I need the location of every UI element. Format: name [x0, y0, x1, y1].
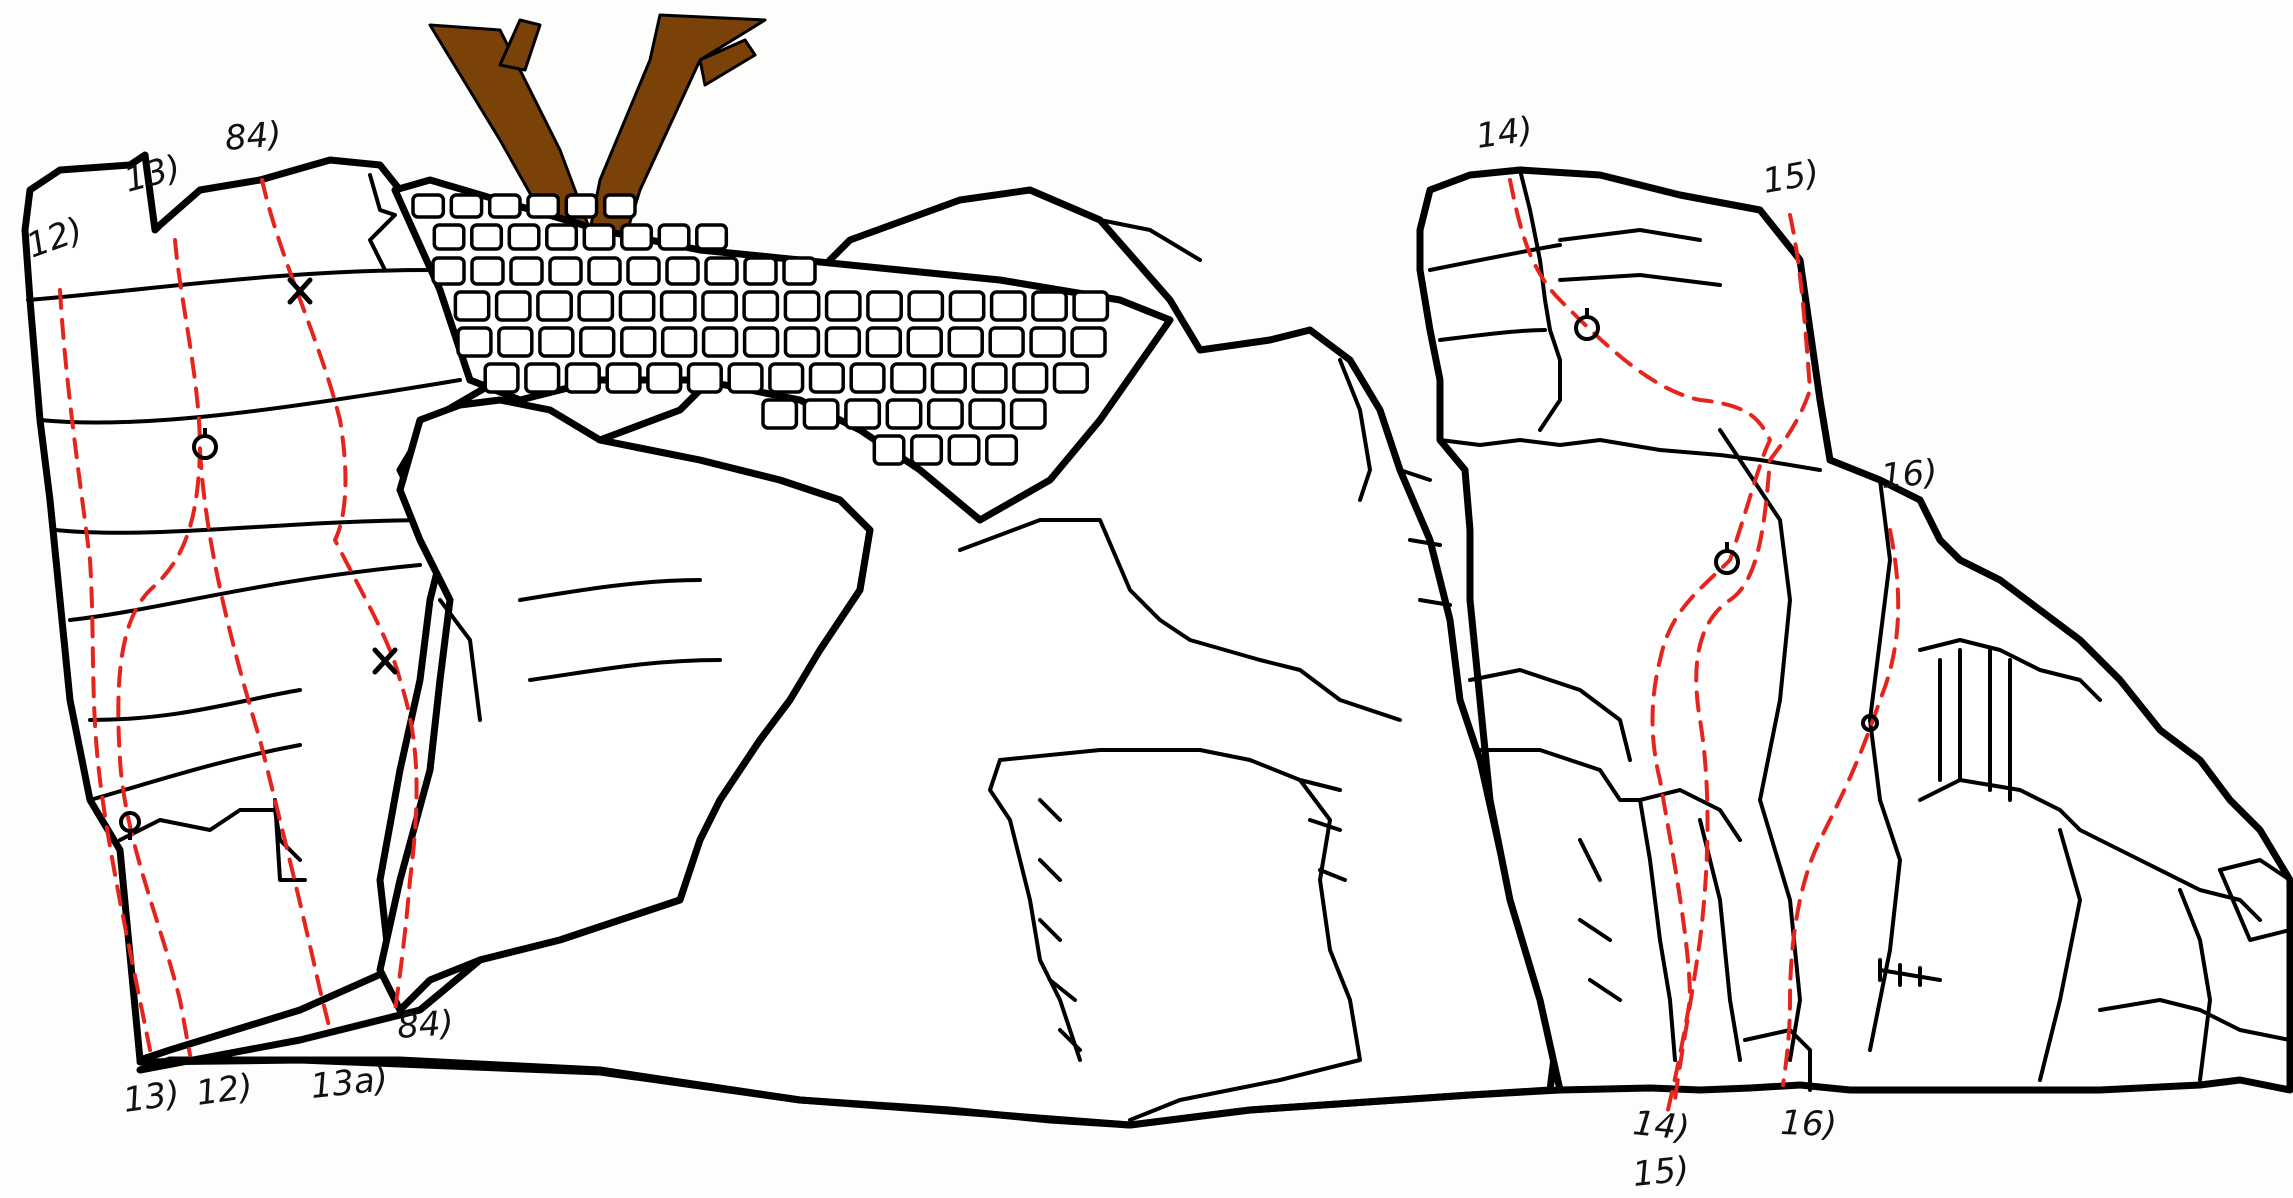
- wall-brick: [804, 400, 837, 428]
- wall-brick: [987, 436, 1017, 464]
- wall-brick: [973, 364, 1006, 392]
- wall-brick: [949, 328, 982, 356]
- wall-brick: [526, 364, 559, 392]
- route-label-12-bottom: 12): [194, 1066, 256, 1113]
- route-label-13a-bottom: 13a): [309, 1059, 390, 1107]
- wall-brick: [811, 364, 844, 392]
- wall-brick: [485, 364, 518, 392]
- wall-brick: [1031, 328, 1064, 356]
- wall-brick: [413, 195, 443, 217]
- wall-brick: [745, 328, 778, 356]
- wall-brick: [970, 400, 1003, 428]
- wall-brick: [744, 292, 777, 320]
- right-rock: [1420, 170, 2290, 1090]
- wall-brick: [1012, 400, 1045, 428]
- wall-brick: [472, 225, 502, 249]
- wall-brick: [909, 292, 942, 320]
- wall-brick: [499, 328, 532, 356]
- wall-brick: [729, 364, 762, 392]
- wall-brick: [433, 258, 464, 284]
- wall-brick: [1033, 292, 1066, 320]
- wall-brick: [867, 328, 900, 356]
- wall-brick: [892, 364, 925, 392]
- wall-brick: [567, 364, 600, 392]
- route-label-13-bottom: 13): [121, 1073, 183, 1120]
- wall-brick: [933, 364, 966, 392]
- wall-brick: [949, 436, 979, 464]
- route-label-15-top: 15): [1760, 153, 1823, 202]
- wall-brick: [851, 364, 884, 392]
- wall-brick: [659, 225, 689, 249]
- wall-brick: [509, 225, 539, 249]
- wall-brick: [455, 292, 488, 320]
- wall-brick: [589, 258, 620, 284]
- wall-brick: [458, 328, 491, 356]
- wall-brick: [511, 258, 542, 284]
- wall-brick: [605, 195, 635, 217]
- wall-brick: [528, 195, 558, 217]
- wall-brick: [579, 292, 612, 320]
- route-label-15-bottom: 15): [1631, 1149, 1691, 1195]
- route-label-16-top: 16): [1879, 452, 1939, 497]
- wall-brick: [472, 258, 503, 284]
- wall-brick: [584, 225, 614, 249]
- wall-brick: [786, 328, 819, 356]
- wall-brick: [990, 328, 1023, 356]
- wall-brick: [581, 328, 614, 356]
- wall-brick: [703, 292, 736, 320]
- wall-brick: [628, 258, 659, 284]
- wall-brick: [912, 436, 942, 464]
- wall-brick: [667, 258, 698, 284]
- wall-brick: [992, 292, 1025, 320]
- wall-brick: [566, 195, 596, 217]
- wall-brick: [451, 195, 481, 217]
- wall-brick: [704, 328, 737, 356]
- wall-brick: [784, 258, 815, 284]
- route-label-84-top: 84): [223, 114, 283, 159]
- route-label-14-top: 14): [1474, 109, 1536, 156]
- route-label-84-bottom: 84): [396, 1003, 455, 1047]
- wall-brick: [950, 292, 983, 320]
- wall-brick: [689, 364, 722, 392]
- wall-brick: [827, 292, 860, 320]
- wall-brick: [662, 292, 695, 320]
- wall-brick: [826, 328, 859, 356]
- wall-brick: [763, 400, 796, 428]
- wall-brick: [434, 225, 464, 249]
- wall-brick: [1074, 292, 1107, 320]
- wall-brick: [706, 258, 737, 284]
- wall-brick: [887, 400, 920, 428]
- wall-brick: [785, 292, 818, 320]
- wall-brick: [1014, 364, 1047, 392]
- wall-brick: [540, 328, 573, 356]
- route-label-13-top: 13): [120, 147, 185, 200]
- wall-brick: [622, 328, 655, 356]
- wall-brick: [607, 364, 640, 392]
- wall-brick: [770, 364, 803, 392]
- route-label-16-bottom: 16): [1780, 1103, 1838, 1145]
- wall-brick: [908, 328, 941, 356]
- wall-brick: [497, 292, 530, 320]
- wall-brick: [550, 258, 581, 284]
- wall-brick: [846, 400, 879, 428]
- wall-brick: [663, 328, 696, 356]
- wall-brick: [538, 292, 571, 320]
- wall-brick: [648, 364, 681, 392]
- wall-brick: [622, 225, 652, 249]
- wall-brick: [620, 292, 653, 320]
- wall-brick: [1055, 364, 1088, 392]
- wall-brick: [745, 258, 776, 284]
- route-label-14-bottom: 14): [1631, 1103, 1691, 1149]
- wall-brick: [874, 436, 904, 464]
- wall-brick: [1072, 328, 1105, 356]
- wall-brick: [929, 400, 962, 428]
- wall-brick: [547, 225, 577, 249]
- wall-brick: [868, 292, 901, 320]
- wall-brick: [490, 195, 520, 217]
- wall-brick: [697, 225, 727, 249]
